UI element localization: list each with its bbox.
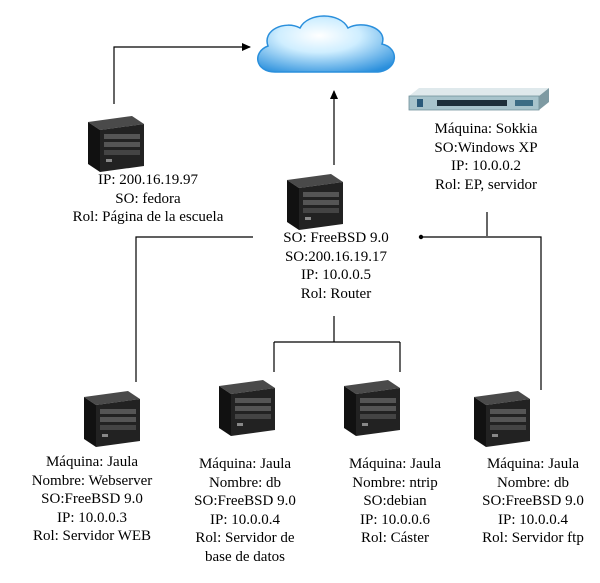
- sokkia-role: Rol: EP, servidor: [434, 176, 538, 193]
- jail-role: Rol: Servidor ftp: [482, 530, 584, 546]
- jail-os: SO:FreeBSD 9.0: [482, 493, 584, 509]
- jail-role: Rol: Servidor WEB: [32, 528, 152, 544]
- rack-server-icon: [408, 88, 549, 111]
- jail-machine: Máquina: Jaula: [348, 456, 442, 472]
- jail-role: Rol: Servidor de: [195, 530, 295, 546]
- jail-name: Nombre: db: [496, 474, 570, 491]
- tower-server-icon: [344, 380, 400, 436]
- router-ip: IP: 10.0.0.5: [300, 267, 371, 283]
- jail-webserver-label: Máquina: Jaula Nombre: Webserver SO:Free…: [17, 453, 167, 546]
- jail-db-label: Máquina: Jaula Nombre: db SO:FreeBSD 9.0…: [175, 455, 315, 566]
- router-public-ip: SO:200.16.19.17: [284, 248, 388, 265]
- sokkia-label: Máquina: Sokkia SO:Windows XP IP: 10.0.0…: [401, 120, 571, 194]
- link-router-to-jail-ftp: [420, 236, 542, 390]
- cloud-icon: [257, 15, 395, 73]
- tower-server-icon: [474, 391, 530, 447]
- jail-ip: IP: 10.0.0.6: [359, 511, 430, 528]
- tower-server-icon: [287, 174, 343, 230]
- jail-ip: IP: 10.0.0.3: [56, 509, 127, 526]
- jail-os: SO:FreeBSD 9.0: [41, 491, 143, 507]
- tower-server-icon: [84, 391, 140, 447]
- jail-os: SO:debian: [363, 493, 427, 509]
- web-server-role: Rol: Página de la escuela: [72, 209, 224, 225]
- link-jail-web-to-router: [135, 236, 253, 382]
- jail-ip: IP: 10.0.0.4: [209, 511, 280, 528]
- web-server-os: SO: fedora: [115, 190, 181, 207]
- router-os: SO: FreeBSD 9.0: [283, 230, 389, 246]
- jail-ip: IP: 10.0.0.4: [497, 511, 568, 528]
- jail-name: Nombre: db: [208, 474, 282, 491]
- sokkia-os: SO:Windows XP: [434, 139, 538, 156]
- router-label: SO: FreeBSD 9.0 SO:200.16.19.17 IP: 10.0…: [246, 229, 426, 303]
- link-web-to-cloud: [113, 43, 251, 104]
- jail-name: Nombre: ntrip: [352, 474, 438, 491]
- jail-name: Nombre: Webserver: [31, 472, 153, 489]
- link-router-to-jails: [273, 316, 401, 372]
- jail-machine: Máquina: Jaula: [45, 454, 139, 470]
- web-server-label: IP: 200.16.19.97 SO: fedora Rol: Página …: [58, 171, 238, 227]
- jail-ftp-label: Máquina: Jaula Nombre: db SO:FreeBSD 9.0…: [466, 455, 600, 548]
- jail-machine: Máquina: Jaula: [486, 456, 580, 472]
- jail-role: Rol: Cáster: [361, 530, 429, 546]
- sokkia-machine: Máquina: Sokkia: [434, 121, 538, 137]
- web-server-ip: IP: 200.16.19.97: [97, 172, 198, 188]
- jail-ntrip-label: Máquina: Jaula Nombre: ntrip SO:debian I…: [325, 455, 465, 548]
- sokkia-ip: IP: 10.0.0.2: [450, 158, 521, 174]
- tower-server-icon: [88, 116, 144, 172]
- jail-machine: Máquina: Jaula: [198, 456, 292, 472]
- router-role: Rol: Router: [300, 285, 372, 302]
- tower-server-icon: [219, 380, 275, 436]
- jail-role-cont: base de datos: [205, 548, 285, 565]
- jail-os: SO:FreeBSD 9.0: [194, 493, 296, 509]
